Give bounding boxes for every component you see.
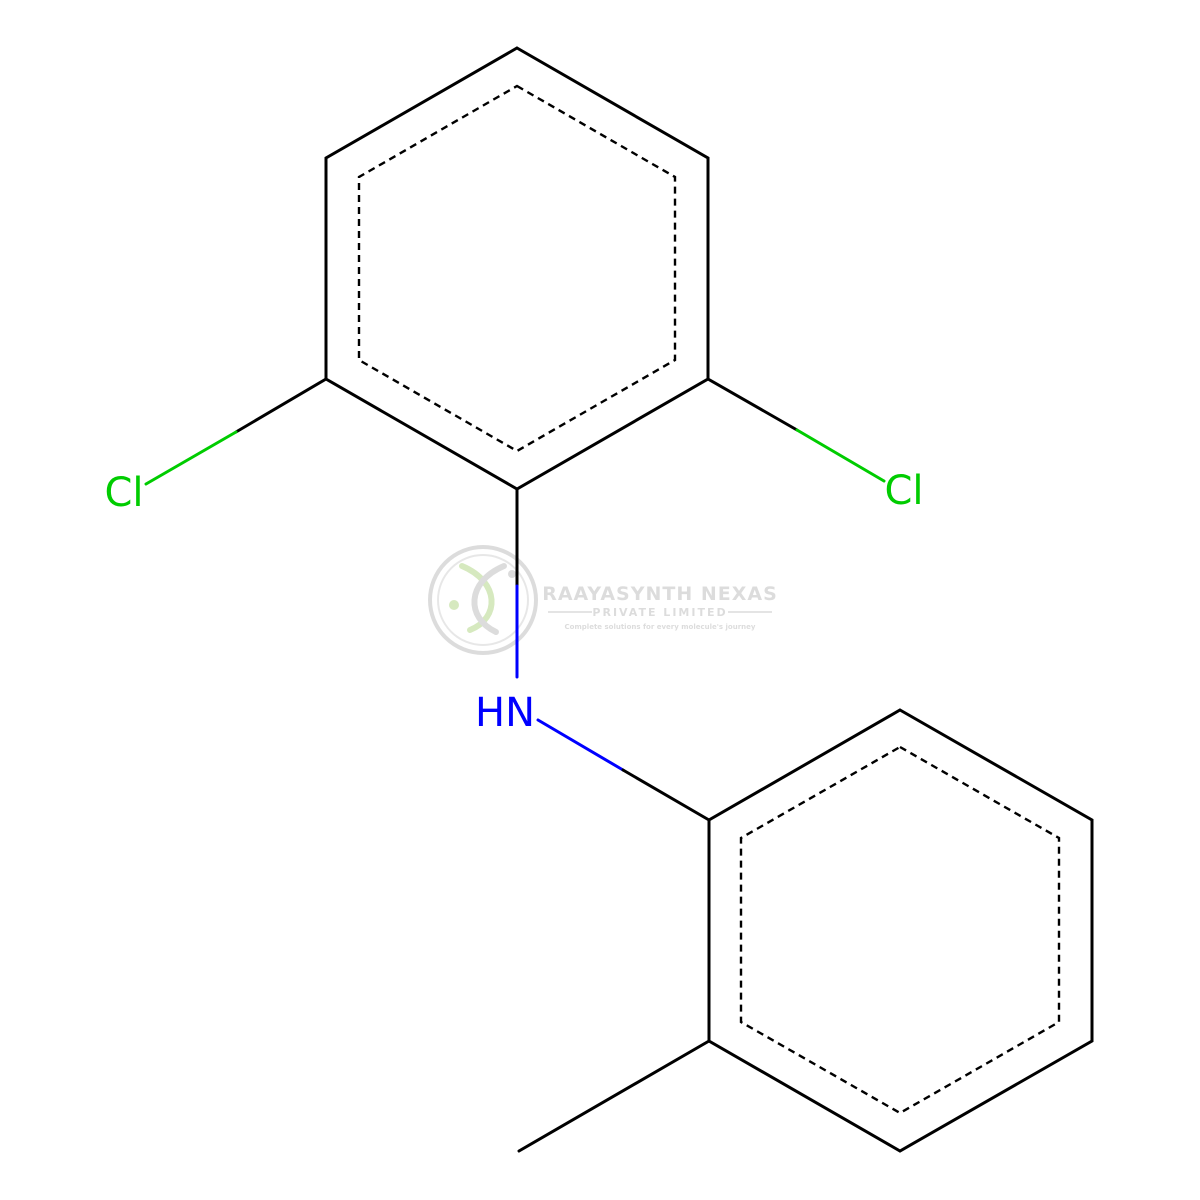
methyl-bond [517,1039,711,1153]
watermark-tagline: Complete solutions for every molecule's … [565,623,756,631]
upper-ring-outer-bonds [324,46,710,491]
c-cl-bond-left [144,377,328,486]
c-n-bond-lower [536,718,711,822]
upper-ring-aromatic-bonds [357,84,677,453]
lower-ring-aromatic-bonds [739,745,1061,1115]
lower-ring-outer-bonds [707,708,1094,1153]
atom-label-nh: HN [475,690,535,736]
upper-benzene-ring [324,46,710,491]
atom-label-cl-left: Cl [104,470,143,516]
watermark-subtitle: PRIVATE LIMITED [592,606,727,619]
c-cl-bond-right [706,377,886,483]
watermark-title: RAAYASYNTH NEXAS [542,583,778,605]
watermark: RAAYASYNTH NEXAS PRIVATE LIMITED Complet… [428,545,778,655]
atom-label-cl-right: Cl [884,468,923,514]
lower-benzene-ring [707,708,1094,1153]
double-helix-logo-icon [428,545,538,655]
